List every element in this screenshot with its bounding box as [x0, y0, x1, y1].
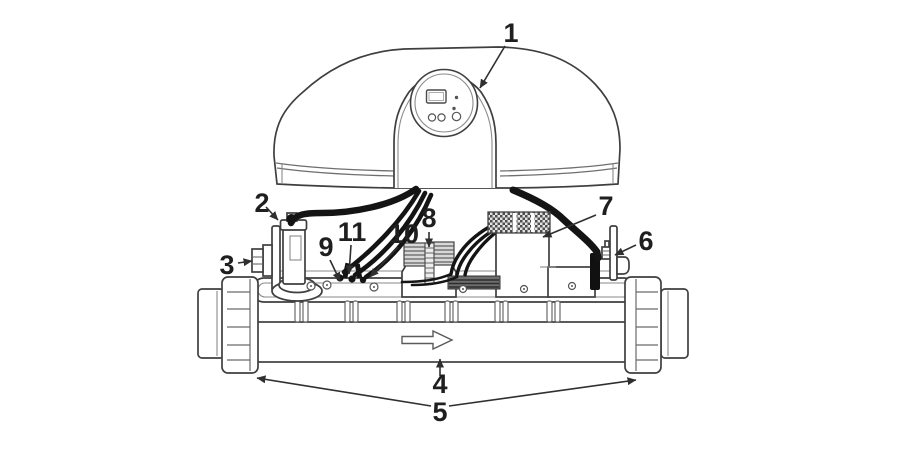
indicator-led: [454, 95, 459, 100]
deck-screws: [306, 280, 577, 294]
wiring: [286, 185, 602, 287]
callout-7-label: 7: [598, 191, 613, 221]
left-bracket-plate: [271, 225, 281, 292]
display-screen: [425, 89, 447, 104]
left-tailpiece: [197, 288, 225, 359]
callout-11-terminal: 11: [338, 217, 367, 275]
probe-clamp: [616, 256, 630, 275]
right-union: [624, 276, 689, 374]
callout-1-control-panel: 1: [479, 18, 519, 89]
callout-8-finned-block: 8: [421, 203, 437, 248]
callout-5-union-nuts: 5: [256, 375, 637, 427]
indicator-led: [452, 106, 456, 111]
right-bracket-plate: [609, 225, 618, 281]
right-tailpiece: [660, 288, 689, 359]
right-union-nut: [624, 276, 662, 374]
callout-6-label: 6: [638, 226, 653, 256]
control-box-cover: [273, 46, 621, 189]
panel-button: [427, 113, 437, 122]
deck-components: [251, 212, 630, 302]
callout-2-sensor-well: 2: [254, 188, 279, 221]
callout-4-heater-tube: 4: [432, 358, 448, 399]
temp-probe-assembly: [590, 225, 630, 290]
sensor-cable: [287, 185, 420, 227]
probe-cable-end: [590, 253, 600, 290]
callout-4-label: 4: [432, 369, 447, 399]
callout-3-label: 3: [219, 250, 234, 280]
strip-wires: [400, 225, 497, 287]
callout-3-side-fitting: 3: [219, 250, 253, 280]
element-pins: [294, 300, 561, 323]
callout-11-label: 11: [338, 217, 367, 247]
callout-1-label: 1: [503, 18, 518, 48]
callout-5-label: 5: [432, 397, 447, 427]
terminal-strip: [487, 211, 551, 234]
side-fitting: [251, 244, 273, 277]
panel-button: [451, 111, 462, 122]
callout-9-terminal: 9: [318, 232, 341, 282]
callout-9-label: 9: [318, 232, 333, 262]
panel-button: [437, 113, 446, 122]
control-panel: [409, 68, 479, 138]
callout-6-temp-probe: 6: [614, 226, 654, 256]
flow-direction-right-icon: [401, 329, 454, 351]
callout-8-label: 8: [421, 203, 436, 233]
left-union-nut: [221, 276, 259, 374]
left-union: [197, 276, 259, 374]
sensor-well: [271, 212, 323, 302]
callout-2-label: 2: [254, 188, 269, 218]
callout-10-terminal: 10: [369, 219, 419, 278]
probe-cable: [509, 186, 602, 262]
callouts: 1 2 3 4 5 6 7 8: [219, 18, 653, 427]
callout-10-label: 10: [389, 219, 419, 249]
callout-7-element-housing: 7: [542, 191, 614, 238]
